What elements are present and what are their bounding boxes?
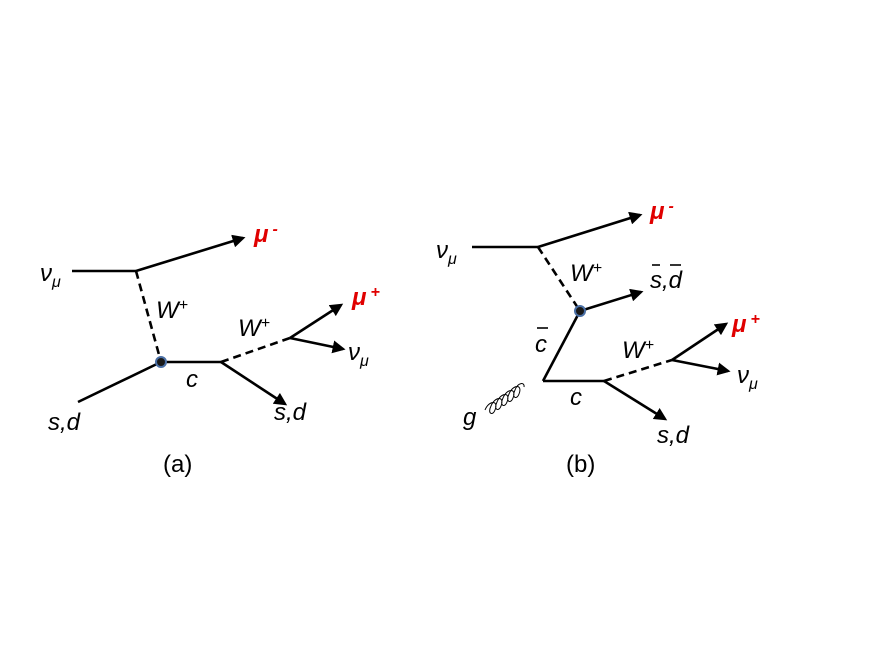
b-caption: (b)	[566, 451, 595, 478]
a-muon-minus-line	[135, 234, 246, 273]
b-mu-plus-label: μ+	[731, 311, 760, 338]
b-antiquark-out-line	[579, 288, 644, 313]
b-w-right-label: W+	[622, 337, 654, 364]
b-muon-plus-line	[671, 322, 729, 362]
b-nu-out-label: νμ	[737, 362, 758, 393]
a-quark-out-line	[220, 360, 288, 406]
b-w-decay-line	[603, 358, 673, 383]
a-charm-label: c	[186, 366, 198, 393]
b-neutrino-out-line	[671, 358, 731, 376]
a-sd-out-label: s,d	[274, 399, 307, 426]
b-mu-minus-label: μ-	[649, 198, 674, 225]
a-w-left-label: W+	[156, 297, 188, 324]
a-mu-minus-label: μ-	[253, 221, 278, 248]
a-quark-in-line	[77, 360, 162, 404]
b-anticharm-line	[541, 310, 582, 382]
a-muon-plus-line	[289, 303, 344, 340]
a-w-propagator	[134, 270, 163, 363]
b-charm-label: c	[570, 384, 582, 411]
b-nu-label: νμ	[436, 237, 457, 268]
b-sd-out-label: s,d	[657, 422, 690, 449]
b-muon-minus-line	[537, 211, 643, 249]
diagram-b: νμ μ- W+ s,d c W+ μ+ νμ c g s,d (b)	[436, 198, 760, 478]
b-gluon-line	[484, 383, 525, 414]
a-vertex-dot	[155, 356, 167, 368]
a-w-right-label: W+	[238, 315, 270, 342]
a-mu-plus-label: μ+	[351, 284, 380, 311]
b-quark-out-line	[603, 379, 668, 421]
b-w-top-label: W+	[570, 260, 602, 287]
a-caption: (a)	[163, 451, 192, 478]
a-neutrino-out-line	[289, 336, 346, 354]
a-sd-in-label: s,d	[48, 409, 81, 436]
a-nu-out-label: νμ	[348, 339, 369, 370]
a-nu-label: νμ	[40, 260, 61, 291]
b-sbar-dbar-label: s,d	[650, 267, 683, 294]
b-gluon-label: g	[463, 404, 477, 431]
diagram-a: νμ μ- W+ W+ μ+ νμ c s,d s,d (a)	[40, 221, 380, 478]
b-cbar-label: c	[535, 331, 547, 358]
b-vertex-dot	[574, 305, 586, 317]
